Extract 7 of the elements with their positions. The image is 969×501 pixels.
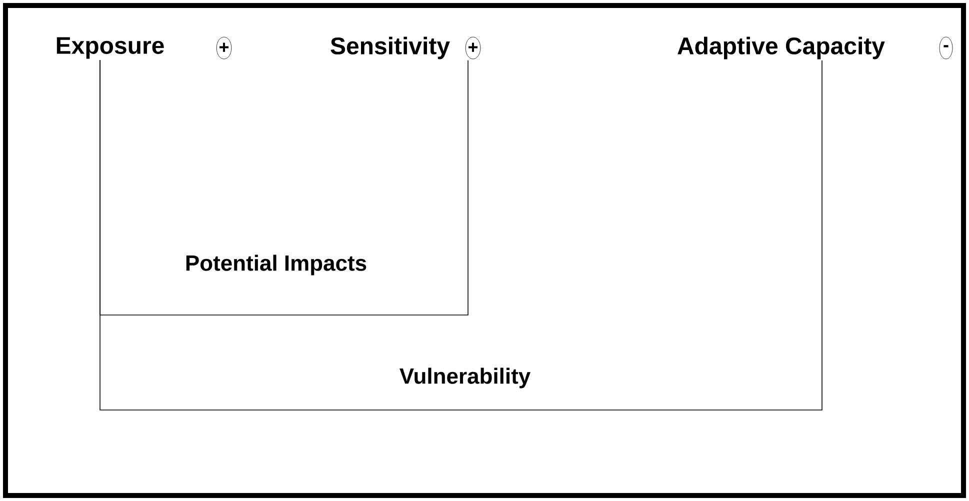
label: Exposure <box>56 37 164 59</box>
label: Potential Impacts <box>186 254 366 276</box>
label: Sensitivity <box>330 36 450 60</box>
bracket-line <box>100 60 822 410</box>
label: Vulnerability <box>400 368 531 388</box>
label: Adaptive Capacity <box>678 36 885 60</box>
bracket-line <box>100 60 468 316</box>
